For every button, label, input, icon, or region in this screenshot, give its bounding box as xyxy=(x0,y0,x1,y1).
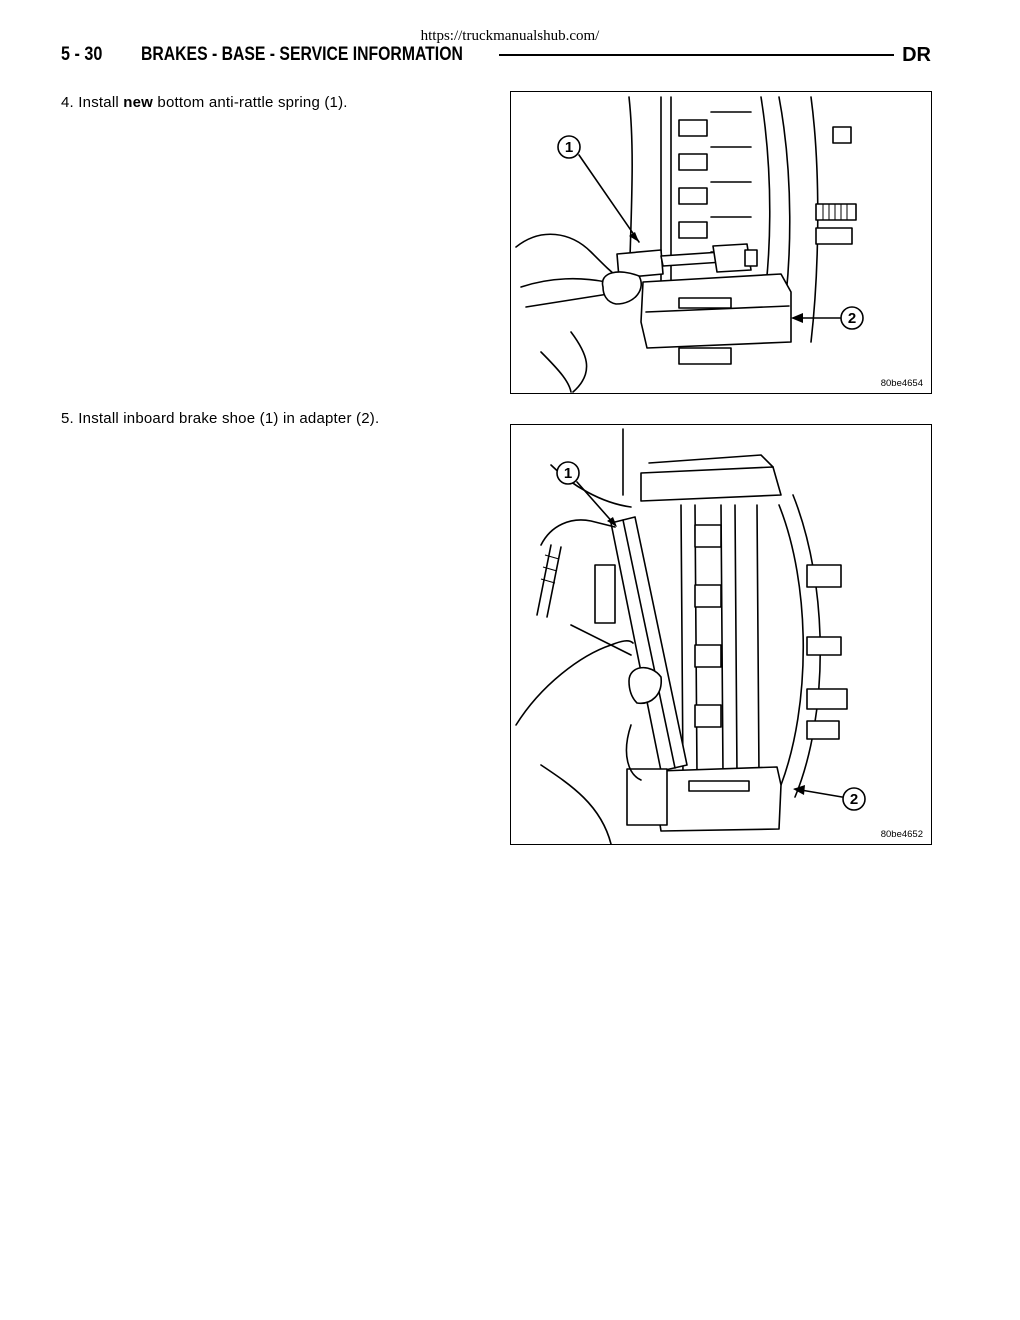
callout-2-circle xyxy=(842,787,866,811)
figure-code: 80be4652 xyxy=(880,829,923,840)
step-4-instruction: 4. Install new bottom anti-rattle spring… xyxy=(61,94,348,111)
page-header: 5 - 30 BRAKES - BASE - SERVICE INFORMATI… xyxy=(61,42,931,68)
page-number: 5 - 30 xyxy=(61,44,103,65)
step-emphasis: new xyxy=(123,94,154,111)
step-number: 4. xyxy=(61,94,74,111)
header-rule xyxy=(499,54,895,56)
callout-1-label: 1 xyxy=(565,139,573,156)
step-text-before: Install xyxy=(78,94,119,111)
step-text: Install inboard brake shoe (1) in adapte… xyxy=(78,410,380,427)
callout-1-circle xyxy=(557,135,581,159)
callout-2-label: 2 xyxy=(850,791,858,808)
section-title: BRAKES - BASE - SERVICE INFORMATION xyxy=(141,44,463,65)
figure-anti-rattle-spring: 1 2 80be4654 xyxy=(510,91,932,394)
figure-inboard-brake-shoe: 1 2 80be4652 xyxy=(510,424,932,845)
model-code: DR xyxy=(902,43,931,66)
callout-1-circle xyxy=(556,461,580,485)
illustration-anti-rattle-spring: 1 2 xyxy=(515,96,864,393)
callout-2-label: 2 xyxy=(848,310,856,327)
step-text-after: bottom anti-rattle spring (1). xyxy=(157,94,348,111)
step-number: 5. xyxy=(61,410,74,427)
callout-1-label: 1 xyxy=(564,465,572,482)
callout-2-circle xyxy=(840,306,864,330)
figure-code: 80be4654 xyxy=(880,378,923,389)
source-url: https://truckmanualshub.com/ xyxy=(420,28,600,44)
illustration-inboard-brake-shoe: 1 2 xyxy=(515,428,866,844)
step-5-instruction: 5. Install inboard brake shoe (1) in ada… xyxy=(61,410,379,427)
